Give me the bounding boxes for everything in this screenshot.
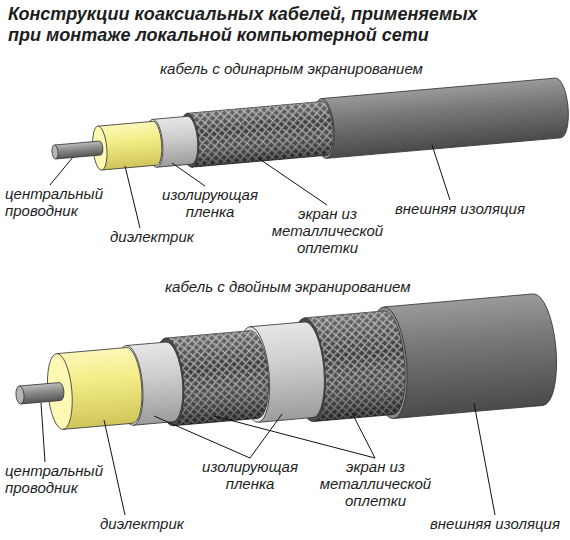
outer-jacket xyxy=(321,77,570,158)
part-label: экран из металлической оплетки xyxy=(318,458,433,509)
braid-shading xyxy=(187,101,335,167)
conductor-face xyxy=(51,145,58,159)
single-shield-cable xyxy=(49,77,570,182)
part-label: диэлектрик xyxy=(100,515,210,532)
part-label: изолирующая пленка xyxy=(200,458,300,492)
dielectric xyxy=(98,121,164,170)
leader-line xyxy=(154,416,250,458)
part-label: внешняя изоляция xyxy=(430,515,570,532)
leader-line xyxy=(352,413,375,458)
leader-line xyxy=(125,166,140,228)
braid-shield xyxy=(187,101,335,167)
leader-line xyxy=(214,416,375,458)
leader-line xyxy=(250,414,282,458)
outer-jacket xyxy=(384,292,561,418)
part-label: центральный проводник xyxy=(5,185,105,219)
part-label: центральный проводник xyxy=(5,462,105,496)
leader-line xyxy=(258,158,327,205)
cable-subtitle: кабель с одинарным экранированием xyxy=(160,60,423,77)
leader-line xyxy=(104,420,125,515)
leader-line xyxy=(172,163,205,186)
cable-subtitle: кабель с двойным экранированием xyxy=(165,278,410,295)
part-label: экран из металлической оплетки xyxy=(270,205,385,256)
conductor-face xyxy=(15,386,25,405)
leader-line xyxy=(50,157,73,185)
leader-line xyxy=(474,403,495,515)
part-label: диэлектрик xyxy=(110,228,220,245)
center-conductor xyxy=(19,382,64,404)
center-conductor xyxy=(54,141,103,159)
leader-line xyxy=(432,145,450,200)
part-label: изолирующая пленка xyxy=(160,186,260,220)
diagram-title: Конструкции коаксиальных кабелей, примен… xyxy=(8,4,508,46)
part-label: внешняя изоляция xyxy=(395,200,560,217)
leader-line xyxy=(41,403,45,462)
